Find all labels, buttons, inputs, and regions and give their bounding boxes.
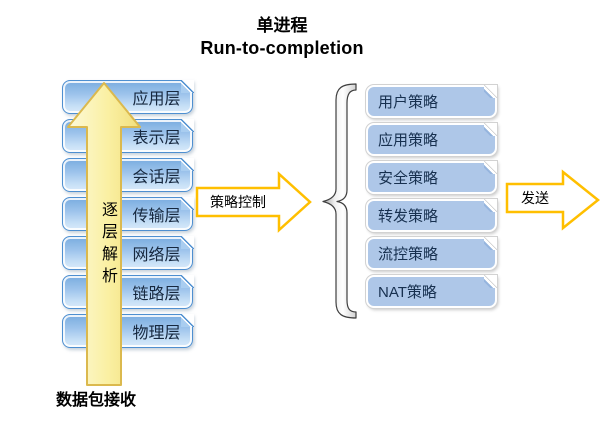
layer-label: 表示层 — [132, 130, 181, 147]
osi-layer-stack: 应用层 表示层 会话层 传输层 网络层 链路层 物理层 — [62, 79, 194, 348]
policy-label: NAT策略 — [378, 284, 437, 301]
policy-box-application: 应用策略 — [366, 123, 497, 156]
policy-label: 流控策略 — [378, 246, 439, 263]
layer-box-datalink: 链路层 — [62, 274, 194, 309]
packet-receive-label: 数据包接收 — [56, 392, 137, 409]
title-line-english: Run-to-completion — [200, 38, 364, 58]
send-arrow-label: 发送 — [521, 190, 549, 206]
layer-label: 应用层 — [132, 91, 181, 108]
policy-box-security: 安全策略 — [366, 161, 497, 194]
policy-label: 用户策略 — [378, 94, 439, 111]
layer-label: 网络层 — [132, 247, 181, 264]
policy-label: 转发策略 — [378, 208, 439, 225]
left-brace-icon — [322, 83, 357, 319]
policy-box-flowcontrol: 流控策略 — [366, 237, 497, 270]
layer-label: 物理层 — [132, 325, 181, 342]
policy-box-forwarding: 转发策略 — [366, 199, 497, 232]
policy-control-arrow-icon — [195, 171, 312, 233]
page-title: 单进程 Run-to-completion — [82, 15, 482, 59]
layer-label: 链路层 — [132, 286, 181, 303]
layer-box-network: 网络层 — [62, 235, 194, 270]
policy-label: 安全策略 — [378, 170, 439, 187]
layer-box-session: 会话层 — [62, 157, 194, 192]
policy-box-user: 用户策略 — [366, 85, 497, 118]
layer-box-physical: 物理层 — [62, 313, 194, 348]
layer-label: 传输层 — [132, 208, 181, 225]
up-arrow-icon — [67, 82, 141, 386]
policy-stack: 用户策略 应用策略 安全策略 转发策略 流控策略 NAT策略 — [366, 85, 497, 308]
layer-box-transport: 传输层 — [62, 196, 194, 231]
policy-box-nat: NAT策略 — [366, 275, 497, 308]
policy-control-arrow-label: 策略控制 — [210, 194, 266, 210]
send-arrow-icon — [505, 169, 601, 231]
layer-label: 会话层 — [132, 169, 181, 186]
up-arrow-label: 逐层解析 — [99, 201, 116, 289]
policy-label: 应用策略 — [378, 132, 439, 149]
title-line-chinese: 单进程 — [256, 16, 308, 35]
